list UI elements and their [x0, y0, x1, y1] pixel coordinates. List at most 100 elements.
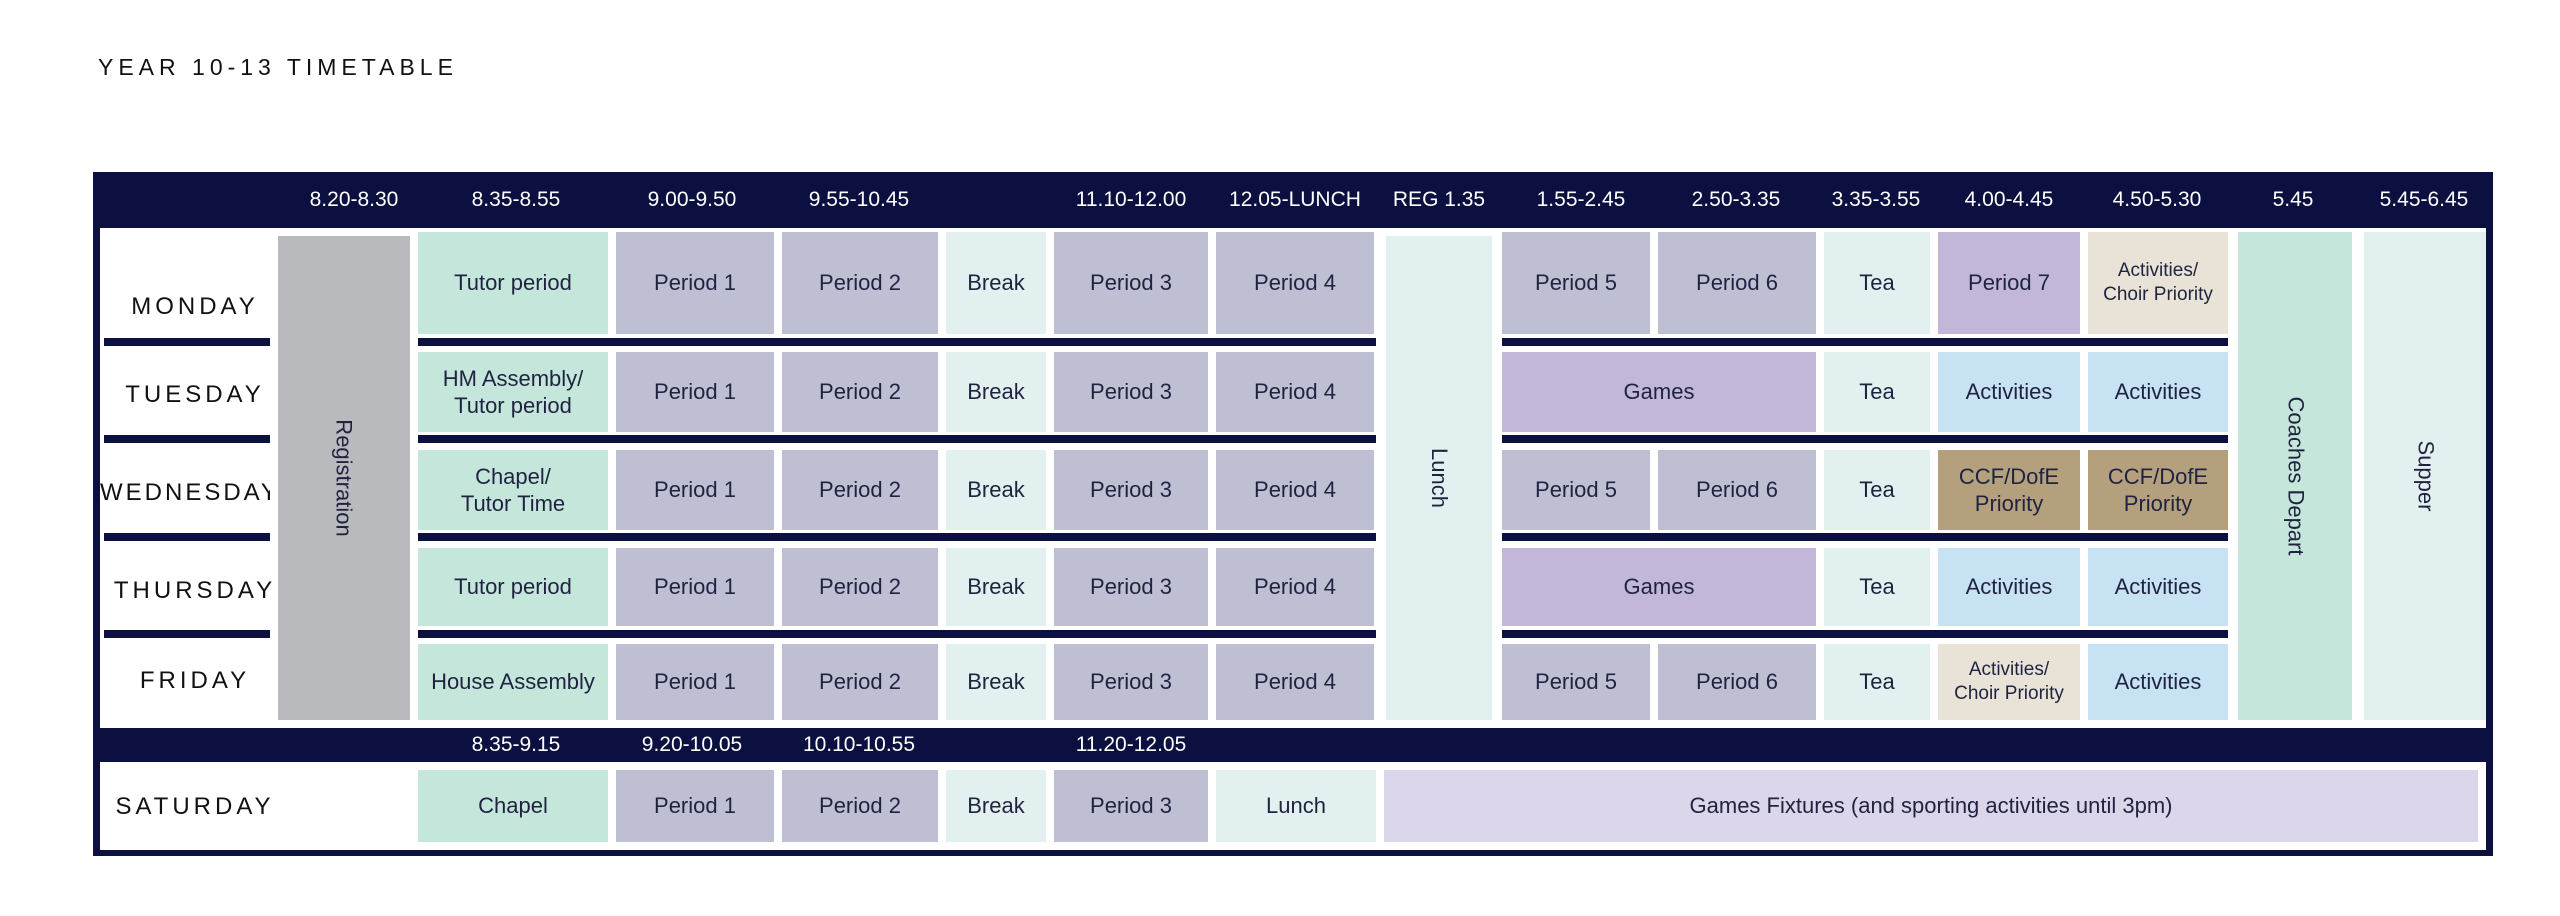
time-header: 4.50-5.30 — [2112, 188, 2202, 211]
period-cell: Period 5 — [1502, 450, 1650, 530]
games-fixtures-cell: Games Fixtures (and sporting activities … — [1384, 770, 2478, 842]
break-cell: Break — [946, 450, 1046, 530]
break-cell: Break — [946, 644, 1046, 720]
day-label-friday: FRIDAY — [139, 667, 251, 694]
registration-block: Registration — [278, 236, 410, 720]
period-cell: Period 7 — [1938, 232, 2080, 334]
period-cell: Period 5 — [1502, 232, 1650, 334]
period-cell: Period 6 — [1658, 644, 1816, 720]
ccf-dofe-cell: CCF/DofE Priority — [1938, 450, 2080, 530]
saturday-time-header: 8.35-9.15 — [471, 733, 561, 756]
tutor-cell: House Assembly — [418, 644, 608, 720]
break-cell: Break — [946, 770, 1046, 842]
lunch-label: Lunch — [1426, 448, 1452, 508]
tutor-cell: Tutor period — [418, 548, 608, 626]
row-separator — [418, 338, 1376, 346]
registration-label: Registration — [331, 419, 357, 537]
period-cell: Period 2 — [782, 232, 938, 334]
time-header: 5.45 — [2272, 188, 2314, 211]
time-header: 2.50-3.35 — [1691, 188, 1781, 211]
activities-cell: Activities/ Choir Priority — [2088, 232, 2228, 334]
day-label-wednesday: WEDNESDAY — [100, 479, 270, 506]
period-cell: Period 5 — [1502, 644, 1650, 720]
break-cell: Break — [946, 232, 1046, 334]
coaches-depart-block: Coaches Depart — [2238, 232, 2352, 720]
period-cell: Period 3 — [1054, 770, 1208, 842]
tea-cell: Tea — [1824, 548, 1930, 626]
period-cell: Period 1 — [616, 644, 774, 720]
games-cell: Games — [1502, 352, 1816, 432]
period-cell: Period 3 — [1054, 644, 1208, 720]
row-separator — [1502, 533, 2228, 541]
period-cell: Period 2 — [782, 548, 938, 626]
saturday-time-header: 11.20-12.05 — [1075, 733, 1187, 756]
time-header: 3.35-3.55 — [1831, 188, 1921, 211]
ccf-dofe-cell: CCF/DofE Priority — [2088, 450, 2228, 530]
period-cell: Period 2 — [782, 450, 938, 530]
period-cell: Period 1 — [616, 352, 774, 432]
period-cell: Period 1 — [616, 770, 774, 842]
coaches-depart-label: Coaches Depart — [2283, 396, 2309, 556]
saturday-time-header: 10.10-10.55 — [802, 733, 916, 756]
tutor-cell: HM Assembly/ Tutor period — [418, 352, 608, 432]
row-separator — [418, 435, 1376, 443]
day-label-monday: MONDAY — [131, 293, 259, 320]
day-label-tuesday: TUESDAY — [125, 381, 265, 408]
tea-cell: Tea — [1824, 644, 1930, 720]
period-cell: Period 2 — [782, 644, 938, 720]
time-header: 12.05-LUNCH — [1229, 188, 1361, 211]
time-header: 11.10-12.00 — [1075, 188, 1187, 211]
time-header: 9.00-9.50 — [647, 188, 737, 211]
day-label-saturday: SATURDAY — [115, 793, 275, 820]
period-cell: Period 3 — [1054, 352, 1208, 432]
time-header: 1.55-2.45 — [1536, 188, 1626, 211]
period-cell: Period 4 — [1216, 450, 1374, 530]
supper-label: Supper — [2412, 440, 2438, 512]
time-header: 9.55-10.45 — [808, 188, 910, 211]
activities-cell: Activities — [2088, 548, 2228, 626]
supper-block: Supper — [2364, 232, 2486, 720]
day-separator — [104, 338, 270, 346]
period-cell: Period 3 — [1054, 548, 1208, 626]
break-cell: Break — [946, 548, 1046, 626]
tutor-cell: Chapel/ Tutor Time — [418, 450, 608, 530]
row-separator — [418, 533, 1376, 541]
lunch-cell: Lunch — [1216, 770, 1376, 842]
activities-cell: Activities — [2088, 644, 2228, 720]
chapel-cell: Chapel — [418, 770, 608, 842]
period-cell: Period 6 — [1658, 232, 1816, 334]
row-separator — [1502, 435, 2228, 443]
break-cell: Break — [946, 352, 1046, 432]
row-separator — [1502, 338, 2228, 346]
tea-cell: Tea — [1824, 450, 1930, 530]
period-cell: Period 3 — [1054, 232, 1208, 334]
page-title: YEAR 10-13 TIMETABLE — [98, 54, 458, 80]
day-separator — [104, 630, 270, 638]
period-cell: Period 1 — [616, 450, 774, 530]
day-separator — [104, 533, 270, 541]
lunch-block: Lunch — [1386, 236, 1492, 720]
time-header: 8.35-8.55 — [471, 188, 561, 211]
row-separator — [418, 630, 1376, 638]
period-cell: Period 4 — [1216, 352, 1374, 432]
tea-cell: Tea — [1824, 352, 1930, 432]
time-header: 4.00-4.45 — [1964, 188, 2054, 211]
tea-cell: Tea — [1824, 232, 1930, 334]
period-cell: Period 1 — [616, 232, 774, 334]
saturday-time-header: 9.20-10.05 — [641, 733, 743, 756]
tutor-cell: Tutor period — [418, 232, 608, 334]
period-cell: Period 2 — [782, 352, 938, 432]
games-cell: Games — [1502, 548, 1816, 626]
activities-cell: Activities — [1938, 352, 2080, 432]
activities-cell: Activities — [2088, 352, 2228, 432]
period-cell: Period 6 — [1658, 450, 1816, 530]
time-header: REG 1.35 — [1392, 188, 1486, 211]
period-cell: Period 3 — [1054, 450, 1208, 530]
period-cell: Period 4 — [1216, 548, 1374, 626]
row-separator — [1502, 630, 2228, 638]
day-label-thursday: THURSDAY — [113, 577, 277, 604]
activities-cell: Activities — [1938, 548, 2080, 626]
time-header: 5.45-6.45 — [2379, 188, 2469, 211]
time-header: 8.20-8.30 — [309, 188, 399, 211]
period-cell: Period 2 — [782, 770, 938, 842]
